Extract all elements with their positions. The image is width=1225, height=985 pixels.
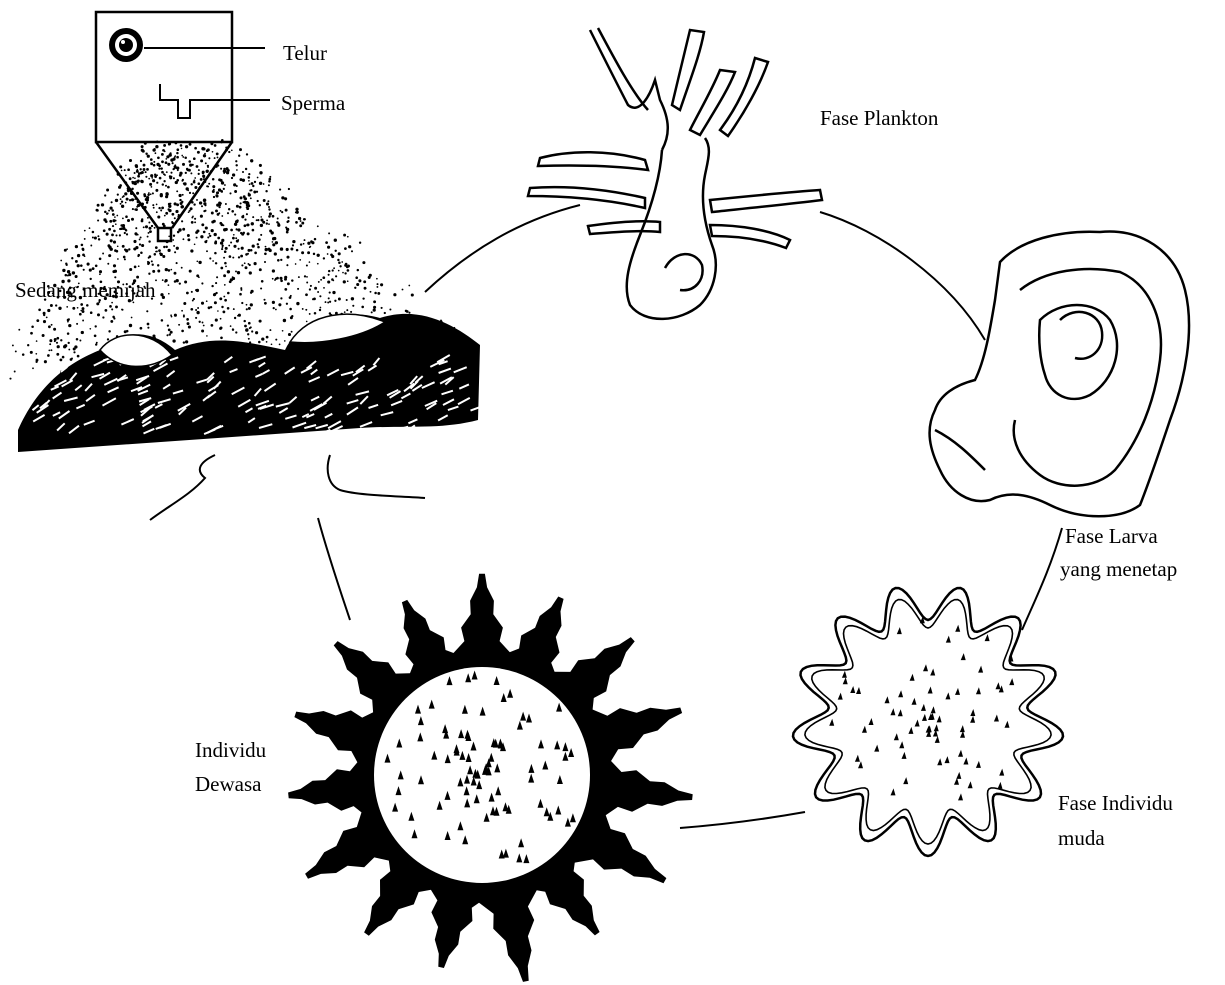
connector-juvenile-to-adult [680,812,805,828]
connector-larva-to-juvenile [1022,528,1062,630]
funnel-nozzle [158,228,171,241]
label-adult-line1: Individu [195,738,267,762]
label-settled-larva-line2: yang menetap [1060,557,1177,581]
label-settled-larva-line1: Fase Larva [1065,524,1158,548]
connector-spawn-to-plankton [425,205,580,292]
connector-plankton-to-larva [820,212,985,340]
sperm-icon [160,84,270,118]
funnel-cone [96,142,232,228]
connector-adult-to-spawn [318,518,350,620]
plankton-larva [528,28,822,319]
label-sperm: Sperma [281,91,346,115]
label-egg: Telur [283,41,327,65]
label-juvenile-line1: Fase Individu [1058,791,1173,815]
label-juvenile-line2: muda [1058,826,1105,850]
spawning-adult-on-coral [18,314,482,520]
adult-starfish [288,574,693,982]
egg-icon [109,28,143,62]
label-adult-line2: Dewasa [195,772,262,796]
settled-larva [930,232,1189,517]
label-plankton-phase: Fase Plankton [820,106,939,130]
label-spawning: Sedang memijah [15,278,156,302]
